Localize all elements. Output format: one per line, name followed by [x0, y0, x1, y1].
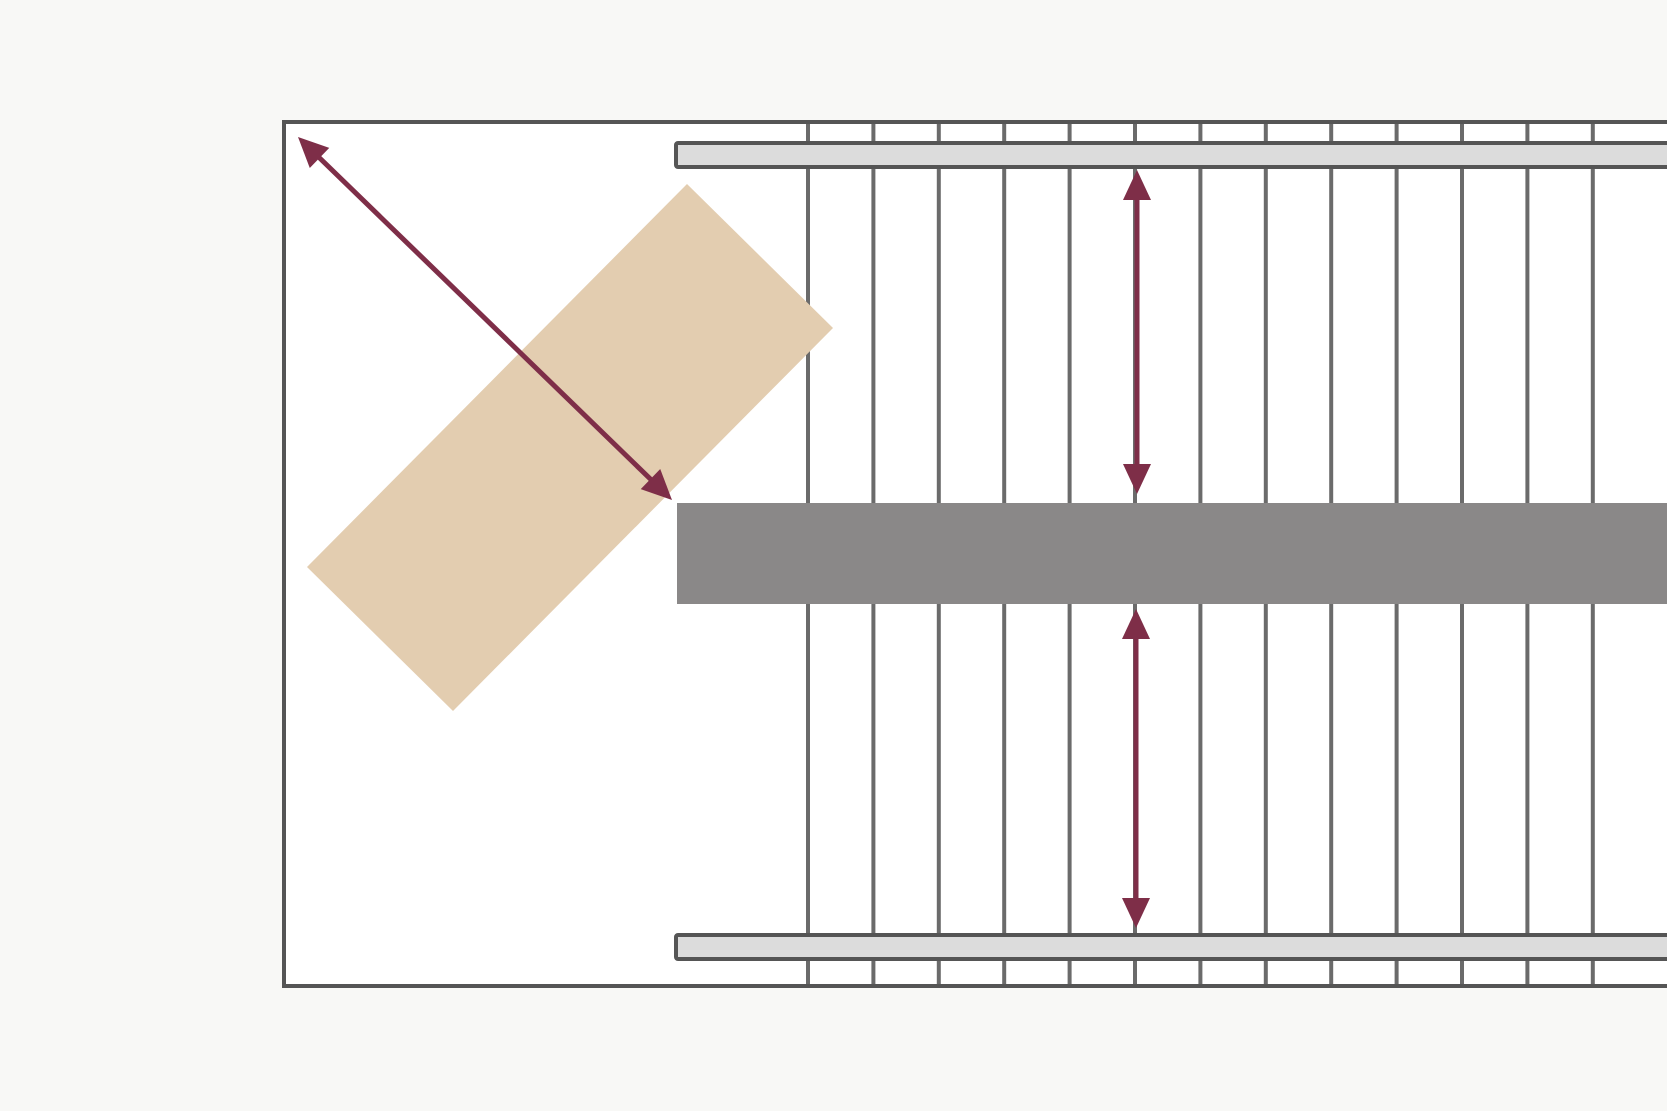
arrow-head [1123, 170, 1151, 200]
landing-slab [677, 503, 1667, 604]
upper-vertical-dimension-arrow [1123, 170, 1151, 494]
lower-vertical-dimension-arrow [1122, 609, 1150, 928]
top-handrail [674, 141, 1667, 169]
diagonal-dimension-arrow [298, 137, 672, 500]
arrow-shaft [314, 153, 656, 484]
arrow-head [1122, 898, 1150, 928]
arrow-head [1122, 609, 1150, 639]
arrow-head [298, 137, 330, 168]
bottom-handrail [674, 933, 1667, 961]
rotated-box [307, 184, 833, 711]
arrow-head [640, 469, 672, 500]
arrow-head [1123, 464, 1151, 494]
